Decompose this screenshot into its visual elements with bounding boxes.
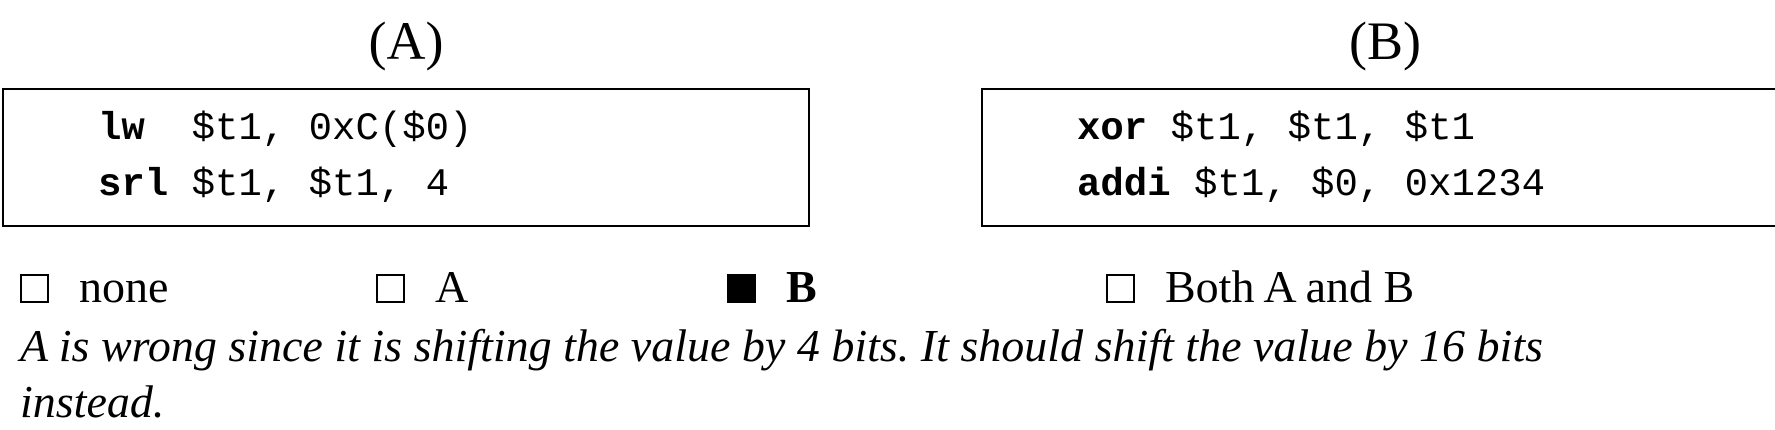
code-line: addi $t1, $0, 0x1234: [1077, 163, 1545, 207]
explanation-text: A is wrong since it is shifting the valu…: [20, 318, 1775, 430]
panel-a-label: (A): [368, 11, 444, 71]
option-label: none: [79, 261, 169, 312]
instruction-mnemonic: addi: [1077, 163, 1171, 207]
code-box-b: xor $t1, $t1, $t1 addi $t1, $0, 0x1234: [981, 88, 1775, 227]
checkbox-icon[interactable]: [1106, 273, 1135, 303]
instruction-operands: $t1, $t1, $t1: [1147, 107, 1475, 151]
code-line: srl $t1, $t1, 4: [98, 163, 449, 207]
code-line: lw $t1, 0xC($0): [98, 107, 472, 151]
instruction-operands: $t1, $t1, 4: [168, 163, 450, 207]
option-b[interactable]: B: [727, 262, 817, 312]
instruction-mnemonic: lw: [98, 107, 145, 151]
instruction-mnemonic: xor: [1077, 107, 1148, 151]
instruction-mnemonic: srl: [98, 163, 169, 207]
option-label: A: [435, 261, 469, 312]
instruction-operands: $t1, $0, 0x1234: [1170, 163, 1546, 207]
explanation-line: instead.: [20, 376, 165, 427]
option-both[interactable]: Both A and B: [1106, 262, 1414, 312]
explanation-line: A is wrong since it is shifting the valu…: [20, 320, 1544, 371]
code-line: xor $t1, $t1, $t1: [1077, 107, 1475, 151]
code-box-a: lw $t1, 0xC($0) srl $t1, $t1, 4: [2, 88, 810, 227]
panel-b-label: (B): [1349, 11, 1421, 71]
checked-checkbox-icon[interactable]: [727, 273, 756, 303]
option-a[interactable]: A: [376, 262, 468, 312]
checkbox-icon[interactable]: [20, 273, 49, 303]
instruction-operands: $t1, 0xC($0): [144, 107, 473, 151]
checkbox-icon[interactable]: [376, 273, 405, 303]
option-none[interactable]: none: [20, 262, 168, 312]
option-label: B: [786, 261, 817, 312]
option-label: Both A and B: [1165, 261, 1415, 312]
